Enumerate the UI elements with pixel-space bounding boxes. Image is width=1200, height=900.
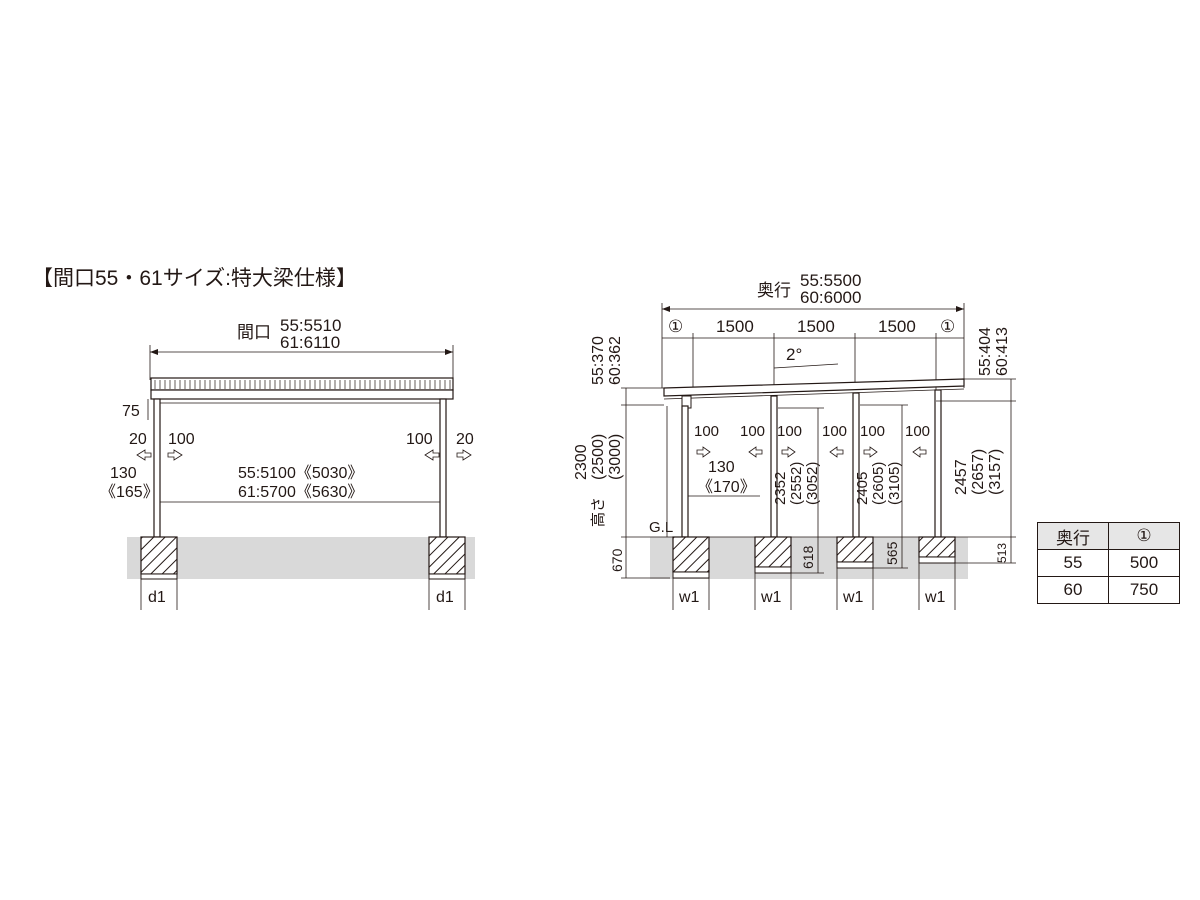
- side-right-top-55: 55:404: [977, 327, 994, 376]
- table-cell: 60: [1037, 576, 1109, 604]
- table-header-row: 奥行 ①: [1037, 522, 1180, 550]
- table-row: 60 750: [1037, 576, 1180, 604]
- front-footing-left: [140, 536, 178, 575]
- side-mid-a-1: 2352: [772, 472, 789, 505]
- side-mid-a-2: (2552): [788, 462, 805, 505]
- side-off-100-6: 100: [905, 423, 930, 440]
- side-mid-b-3: (3105): [886, 462, 903, 505]
- drawing-title: 【間口55・61サイズ:特大梁仕様】: [32, 267, 357, 290]
- side-right-h-2: (2657): [970, 449, 987, 495]
- front-dim-75: 75: [122, 403, 140, 420]
- front-footing-right-label: d1: [436, 589, 454, 606]
- side-depth-513: 513: [995, 543, 1009, 563]
- front-roof: [150, 377, 454, 391]
- side-view: 奥行 55:5500 60:6000 ① 1500 1500 1500 ① 2°: [573, 271, 1016, 610]
- side-height-2: (2500): [590, 434, 607, 480]
- side-footing-2-label: w1: [760, 589, 782, 606]
- side-footing-4: [918, 536, 956, 558]
- front-footing-left-label: d1: [148, 589, 166, 606]
- side-height-3: (3000): [607, 434, 624, 480]
- side-off-100-3: 100: [777, 423, 802, 440]
- side-footing-4-label: w1: [924, 589, 946, 606]
- front-span-61: 61:5700《5630》: [238, 484, 363, 501]
- side-mid-b-1: 2405: [854, 472, 871, 505]
- front-dim-100-right: 100: [406, 431, 433, 448]
- front-dim-20-left: 20: [129, 431, 147, 448]
- front-view: 間口 55:5510 61:6110 75 20 100 100 20 130 …: [100, 316, 475, 610]
- side-bay-1: 1500: [716, 317, 754, 336]
- side-left-top-60: 60:362: [607, 336, 624, 385]
- front-dim-165: 《165》: [100, 484, 159, 501]
- side-depth-618: 618: [800, 545, 816, 569]
- side-footing-3-label: w1: [842, 589, 864, 606]
- side-left-top-55: 55:370: [590, 336, 607, 385]
- side-footing-2: [754, 536, 792, 568]
- front-ground: [127, 537, 475, 579]
- side-footing-3: [836, 536, 874, 563]
- side-depth-565: 565: [884, 541, 900, 565]
- side-right-top-60: 60:413: [994, 327, 1011, 376]
- front-width-55: 55:5510: [280, 316, 341, 335]
- side-marker-right: ①: [940, 317, 955, 336]
- front-span-55: 55:5100《5030》: [238, 465, 363, 482]
- side-right-h-3: (3157): [987, 449, 1004, 495]
- front-dim-20-right: 20: [456, 431, 474, 448]
- side-mid-b-2: (2605): [870, 462, 887, 505]
- side-post-2: [770, 395, 778, 538]
- side-depth-60: 60:6000: [800, 288, 861, 307]
- side-bay-2: 1500: [797, 317, 835, 336]
- side-right-h-1: 2457: [953, 459, 970, 495]
- table-cell: 55: [1037, 549, 1109, 577]
- front-dim-100-left: 100: [168, 431, 195, 448]
- side-off-100-2: 100: [740, 423, 765, 440]
- front-post-left: [153, 398, 161, 538]
- side-depth-670: 670: [609, 548, 625, 572]
- side-mid-a-3: (3052): [804, 462, 821, 505]
- side-bay-3: 1500: [878, 317, 916, 336]
- table-row: 55 500: [1037, 549, 1180, 577]
- side-post-4: [934, 389, 942, 538]
- side-height-1: 2300: [573, 444, 590, 480]
- side-roof: [663, 378, 965, 397]
- front-footing-right: [428, 536, 466, 575]
- front-width-61: 61:6110: [280, 333, 340, 352]
- table-header-marker: ①: [1108, 522, 1180, 550]
- table-cell: 500: [1108, 549, 1180, 577]
- table-header-depth: 奥行: [1037, 522, 1109, 550]
- side-post-1: [681, 405, 689, 538]
- side-marker-left: ①: [668, 317, 683, 336]
- side-off-100-5: 100: [860, 423, 885, 440]
- front-width-label: 間口: [237, 323, 271, 342]
- side-off-100-4: 100: [822, 423, 847, 440]
- front-dim-130: 130: [110, 465, 137, 482]
- side-footing-1: [672, 536, 710, 573]
- side-dim-170: 《170》: [697, 479, 756, 496]
- side-slope: 2°: [786, 345, 802, 364]
- side-off-100-1: 100: [694, 423, 719, 440]
- side-dim-130: 130: [708, 459, 735, 476]
- side-depth-55: 55:5500: [800, 271, 861, 290]
- side-height-label: 高さ: [590, 497, 607, 527]
- table-cell: 750: [1108, 576, 1180, 604]
- side-post-3: [852, 392, 860, 538]
- side-gl: G.L: [649, 519, 673, 536]
- side-footing-1-label: w1: [678, 589, 700, 606]
- side-depth-label: 奥行: [757, 281, 791, 300]
- front-post-right: [439, 398, 447, 538]
- footing-size-table: 奥行 ① 55 500 60 750: [1037, 522, 1180, 604]
